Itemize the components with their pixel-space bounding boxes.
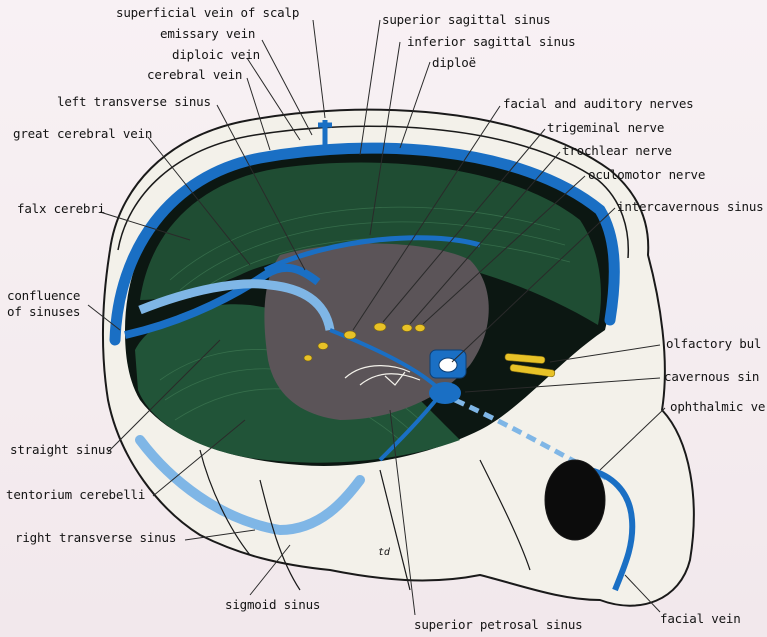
leader-superior-petrosal <box>389 409 416 616</box>
trochlear-nerve-dot <box>401 324 413 332</box>
label-confluence-line1: confluence <box>7 288 81 303</box>
leader-tentorium <box>152 419 246 497</box>
eye-orbit <box>544 459 606 541</box>
label-ophthalmic-vein: ophthalmic ve <box>670 399 766 414</box>
skull-vault-band <box>117 125 630 259</box>
cranial-nerves <box>303 322 556 378</box>
label-trochlear-nerve: trochlear nerve <box>562 143 672 158</box>
leader-inferior-sagittal <box>369 41 401 236</box>
left-transverse-sinus <box>138 279 335 331</box>
leader-diploe <box>399 61 431 149</box>
label-intercavernous-sinus: intercavernous sinus <box>617 199 764 214</box>
leader-cerebral <box>246 77 271 151</box>
leader-cavernous <box>464 377 661 393</box>
label-confluence-line2: of sinuses <box>7 304 81 319</box>
trigeminal-nerve-dot <box>373 322 387 332</box>
leader-falx <box>99 211 191 241</box>
olfactory-tract <box>509 364 556 378</box>
label-right-transverse-sinus: right transverse sinus <box>15 530 177 545</box>
leader-superior-sagittal <box>359 19 381 156</box>
leader-sigmoid <box>249 544 291 596</box>
dashed-ophthalmic-connection <box>453 397 612 483</box>
leader-left-transverse <box>216 104 306 271</box>
oculomotor-nerve-dot <box>414 324 426 332</box>
label-falx-cerebri: falx cerebri <box>17 201 105 216</box>
label-olfactory-bulb: olfactory bul <box>666 336 762 351</box>
leader-right-transverse <box>184 529 256 541</box>
leader-intercavernous <box>451 207 616 363</box>
leader-trigeminal <box>382 128 546 323</box>
label-diploic-vein: diploic vein <box>172 47 260 62</box>
label-left-transverse-sinus: left transverse sinus <box>57 94 211 109</box>
label-superior-sagittal-sinus: superior sagittal sinus <box>382 12 551 27</box>
cavernous-lower <box>429 382 461 404</box>
label-emissary-vein: emissary vein <box>160 26 256 41</box>
label-trigeminal-nerve: trigeminal nerve <box>547 120 665 135</box>
label-cavernous-sinus: cavernous sin <box>664 369 760 384</box>
leader-facial-auditory <box>352 105 501 331</box>
label-inferior-sagittal-sinus: inferior sagittal sinus <box>407 34 576 49</box>
facial-auditory-nerve-dot <box>343 330 357 340</box>
leader-diploic <box>246 57 301 141</box>
leader-oculomotor <box>422 175 586 325</box>
skull-suture-lines <box>199 449 531 591</box>
label-facial-and-auditory-nerves: facial and auditory nerves <box>503 96 694 111</box>
leader-straight <box>107 339 221 453</box>
label-cerebral-vein: cerebral vein <box>147 67 243 82</box>
leader-olfactory <box>549 344 661 363</box>
label-great-cerebral-vein: great cerebral vein <box>13 126 153 141</box>
inferior-sagittal-sinus <box>263 235 481 273</box>
leader-superficial <box>312 19 326 119</box>
label-sigmoid-sinus: sigmoid sinus <box>225 597 321 612</box>
leader-great-cerebral <box>147 136 251 266</box>
label-straight-sinus: straight sinus <box>10 442 113 457</box>
label-diploe: diploë <box>432 55 476 70</box>
olfactory-bulb <box>504 353 546 364</box>
leader-trochlear <box>409 151 561 325</box>
petrosal-descending <box>378 393 442 462</box>
label-superficial-vein-of-scalp: superficial vein of scalp <box>116 5 300 20</box>
leader-confluence <box>87 304 121 331</box>
label-tentorium-cerebelli: tentorium cerebelli <box>6 487 146 502</box>
leader-lines <box>87 19 666 616</box>
nerve-dot-b <box>303 354 313 362</box>
nerve-dot-a <box>317 342 329 350</box>
leader-ophthalmic <box>599 407 666 471</box>
emissary-vein <box>318 120 332 145</box>
label-superior-petrosal-sinus: superior petrosal sinus <box>414 617 583 632</box>
leader-emissary <box>261 39 313 136</box>
label-facial-vein: facial vein <box>660 611 741 626</box>
sella-network <box>344 365 421 386</box>
artist-initials: td <box>378 547 390 558</box>
label-oculomotor-nerve: oculomotor nerve <box>588 167 706 182</box>
facial-vein-path <box>589 467 636 592</box>
leader-facial-vein <box>624 574 661 613</box>
